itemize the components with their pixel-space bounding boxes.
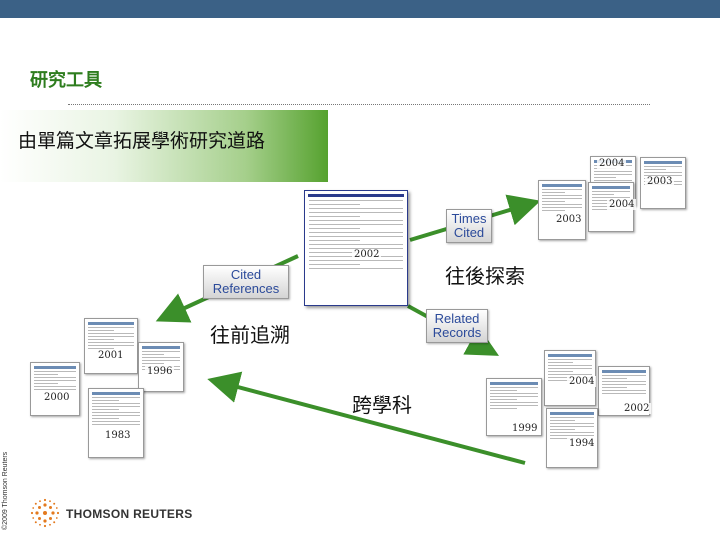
citing-record xyxy=(538,180,586,240)
year-label: 2004 xyxy=(597,158,627,169)
reference-record xyxy=(84,318,138,374)
brand-name: THOMSON REUTERS xyxy=(66,507,193,521)
subtitle-band xyxy=(0,110,328,182)
section-title: 研究工具 xyxy=(30,70,102,91)
thomson-reuters-logo-icon xyxy=(30,498,60,528)
reference-record xyxy=(88,388,144,458)
explore-forward-label: 往後探索 xyxy=(445,264,525,288)
related-records-label: Related Records xyxy=(426,309,488,343)
page-subtitle: 由單篇文章拓展學術研究道路 xyxy=(18,130,266,152)
year-label: 2004 xyxy=(567,376,597,387)
center-record xyxy=(304,190,408,306)
cited-references-label: Cited References xyxy=(203,265,289,299)
interdisciplinary-label: 跨學科 xyxy=(352,393,412,417)
interdisciplinary-arrow xyxy=(207,371,526,465)
year-label: 2002 xyxy=(352,249,382,260)
copyright-notice: ©2009 Thomson Reuters xyxy=(2,451,9,530)
year-label: 1996 xyxy=(145,366,175,377)
year-label: 2003 xyxy=(645,176,675,187)
year-label: 2003 xyxy=(554,214,584,225)
dotted-divider xyxy=(68,104,650,105)
year-label: 1999 xyxy=(510,423,540,434)
reference-record xyxy=(30,362,80,416)
year-label: 2004 xyxy=(607,199,637,210)
year-label: 2001 xyxy=(96,350,126,361)
times-cited-label: Times Cited xyxy=(446,209,492,243)
trace-back-label: 往前追溯 xyxy=(210,323,290,347)
top-bar xyxy=(0,0,720,18)
year-label: 1994 xyxy=(567,438,597,449)
year-label: 2002 xyxy=(622,403,652,414)
year-label: 2000 xyxy=(42,392,72,403)
year-label: 1983 xyxy=(103,430,133,441)
